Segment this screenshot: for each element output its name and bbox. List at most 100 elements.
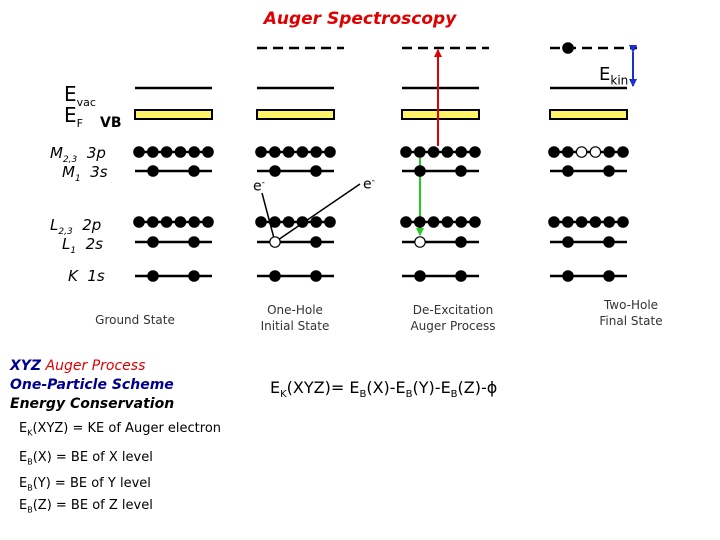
electron-m23-two-hole-4 — [603, 146, 615, 158]
electron-l1-two-hole-0 — [562, 236, 574, 248]
electron-l23-one-hole-0 — [255, 216, 267, 228]
electron-m1-ground-1 — [188, 165, 200, 177]
electron-m23-deexcitation-3 — [441, 146, 454, 158]
electron-m1-one-hole-1 — [310, 165, 322, 177]
electron-l23-one-hole-4 — [310, 216, 322, 228]
electron-l23-ground-2 — [160, 216, 173, 228]
electron-l23-one-hole-3 — [296, 216, 309, 228]
energy-levels-layer — [134, 46, 637, 278]
electron-k-deexcitation-1 — [455, 270, 467, 282]
electron-label-right: e- — [363, 176, 375, 193]
definition-eby: EB(Y) = BE of Y level — [19, 476, 151, 493]
electron-l23-ground-0 — [133, 216, 145, 228]
caption-deexcitation-line2: Auger Process — [410, 319, 496, 333]
ejected-path-right — [274, 183, 361, 243]
electron-l23-two-hole-2 — [575, 216, 588, 228]
electron-m23-ground-0 — [133, 146, 145, 158]
electron-m1-one-hole-0 — [269, 165, 281, 177]
electron-k-two-hole-1 — [603, 270, 615, 282]
electron-m1-ground-0 — [147, 165, 159, 177]
electron-k-one-hole-0 — [269, 270, 281, 282]
electron-m23-ground-5 — [202, 146, 214, 158]
electron-m23-deexcitation-0 — [400, 146, 412, 158]
electron-m23-two-hole-0 — [548, 146, 560, 158]
electron-m1-two-hole-0 — [562, 165, 574, 177]
vb-label: VB — [100, 115, 122, 131]
electron-m23-one-hole-2 — [282, 146, 295, 158]
electron-l23-two-hole-1 — [561, 216, 574, 228]
electron-k-ground-1 — [188, 270, 200, 282]
electron-m23-one-hole-0 — [255, 146, 267, 158]
electron-l1-one-hole-1 — [310, 236, 322, 248]
electron-m23-one-hole-1 — [268, 146, 281, 158]
evac-label: Evac — [64, 82, 96, 109]
caption-two-hole-line2: Final State — [599, 314, 663, 328]
arrows-layer — [261, 45, 637, 243]
electron-l23-deexcitation-2 — [427, 216, 440, 228]
ef-label: EF — [64, 103, 83, 130]
scheme-line-2: One-Particle Scheme — [10, 377, 174, 393]
definition-ebx: EB(X) = BE of X level — [19, 450, 153, 467]
electron-m1-deexcitation-0 — [414, 165, 426, 177]
electron-m23-ground-3 — [174, 146, 187, 158]
electron-l1-ground-1 — [188, 236, 200, 248]
electron-k-one-hole-1 — [310, 270, 322, 282]
electron-m23-ground-1 — [147, 146, 159, 158]
electron-m23-two-hole-5 — [617, 146, 629, 158]
electron-l23-deexcitation-3 — [441, 216, 454, 228]
electron-m23-ground-4 — [188, 146, 200, 158]
electron-m1-two-hole-1 — [603, 165, 615, 177]
m23-label: M2,3 3p — [50, 144, 106, 165]
electron-m23-deexcitation-2 — [427, 146, 440, 158]
scheme-line-1: XYZ Auger Process — [10, 358, 146, 374]
k-label: K 1s — [68, 267, 105, 285]
electron-l23-one-hole-1 — [268, 216, 281, 228]
caption-deexcitation-line1: De-Excitation — [412, 303, 494, 317]
electron-l23-one-hole-5 — [324, 216, 336, 228]
electron-m23-one-hole-4 — [310, 146, 322, 158]
ekin-label: Ekin — [599, 64, 629, 88]
caption-two-hole-line1: Two-Hole — [603, 298, 659, 312]
valence-band-deexcitation — [401, 109, 480, 120]
electron-label-left: e- — [253, 178, 265, 195]
electron-m23-deexcitation-1 — [413, 146, 426, 158]
electron-l23-two-hole-3 — [589, 216, 602, 228]
definition-ek: EK(XYZ) = KE of Auger electron — [19, 421, 222, 438]
electron-m23-one-hole-5 — [324, 146, 336, 158]
electron-m1-deexcitation-1 — [455, 165, 467, 177]
definition-ebz: EB(Z) = BE of Z level — [19, 498, 153, 515]
electron-m23-deexcitation-4 — [455, 146, 467, 158]
valence-band-two-hole — [549, 109, 628, 120]
electron-k-deexcitation-0 — [414, 270, 426, 282]
electron-l1-ground-0 — [147, 236, 159, 248]
electron-l1-one-hole-0 — [269, 236, 281, 248]
l1-label: L1 2s — [62, 235, 103, 256]
electron-l23-one-hole-2 — [282, 216, 295, 228]
l23-label: L2,3 2p — [50, 216, 102, 237]
ejected-path-left — [261, 192, 276, 243]
m1-label: M1 3s — [62, 163, 108, 184]
electron-l23-ground-1 — [147, 216, 159, 228]
electron-l23-two-hole-5 — [617, 216, 629, 228]
caption-ground-state: Ground State — [95, 313, 175, 327]
electron-k-two-hole-0 — [562, 270, 574, 282]
electron-l1-two-hole-1 — [603, 236, 615, 248]
electron-l23-deexcitation-1 — [413, 216, 426, 228]
electron-k-ground-0 — [147, 270, 159, 282]
electron-l23-ground-4 — [188, 216, 200, 228]
electron-m23-two-hole-1 — [561, 146, 574, 158]
electron-m23-ground-2 — [160, 146, 173, 158]
electron-m23-deexcitation-5 — [469, 146, 481, 158]
electron-l23-two-hole-4 — [603, 216, 615, 228]
electrons-layer — [133, 42, 629, 282]
electron-m23-two-hole-2 — [575, 146, 588, 158]
diagram-title: Auger Spectroscopy — [263, 9, 457, 29]
caption-one-hole-line2: Initial State — [260, 319, 330, 333]
electron-m23-one-hole-3 — [296, 146, 309, 158]
electron-m23-two-hole-3 — [589, 146, 602, 158]
energy-conservation-formula: EK(XYZ)= EB(X)-EB(Y)-EB(Z)-ϕ — [270, 378, 498, 401]
electron-l1-deexcitation-1 — [455, 236, 467, 248]
electron-l23-ground-5 — [202, 216, 214, 228]
electron-ejected-two-hole — [562, 42, 574, 54]
